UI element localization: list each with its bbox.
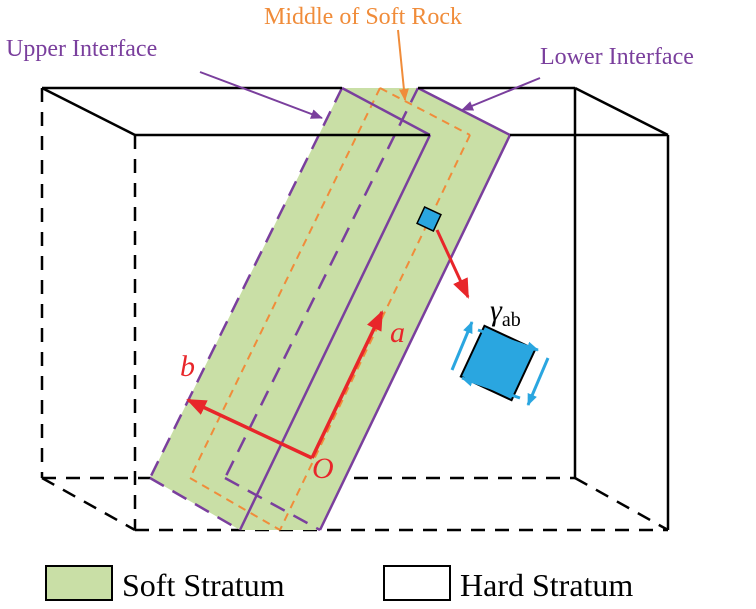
interface-lines [148,86,512,532]
legend-soft-label: Soft Stratum [122,567,285,603]
middle-soft-rock-planes [189,87,471,531]
legend-hard-swatch [383,565,451,601]
axis-b-label: b [180,350,195,383]
legend: Soft Stratum Hard Stratum [45,565,633,603]
upper-interface-arrow [199,71,323,119]
shear-strain-subscript: ab [502,309,521,331]
middle-soft-rock-label: Middle of Soft Rock [264,4,462,30]
soft-stratum-front-face [150,88,430,530]
axis-b-arrow [186,398,313,460]
sheared-element [450,321,550,406]
shear-strain-label: γab [490,294,521,331]
lower-interface-arrow [461,77,541,111]
axis-a-arrow [310,310,384,459]
small-element-square [416,206,442,232]
hard-stratum-box-visible-edges [41,86,670,530]
origin-label: O [312,452,334,485]
soft-stratum-slab [150,88,510,530]
shear-strain-symbol: γ [490,294,503,327]
lower-interface-label: Lower Interface [540,44,694,70]
legend-hard-label: Hard Stratum [460,567,633,603]
soft-stratum-top-face [342,88,510,135]
middle-soft-rock-arrow [397,29,409,101]
soft-stratum-side-face [240,135,510,530]
shear-stress-arrows [450,321,550,406]
legend-soft-swatch [45,565,113,601]
upper-interface-label: Upper Interface [6,36,157,62]
element-pointer-arrow [435,229,470,299]
axis-a-label: a [390,316,405,349]
